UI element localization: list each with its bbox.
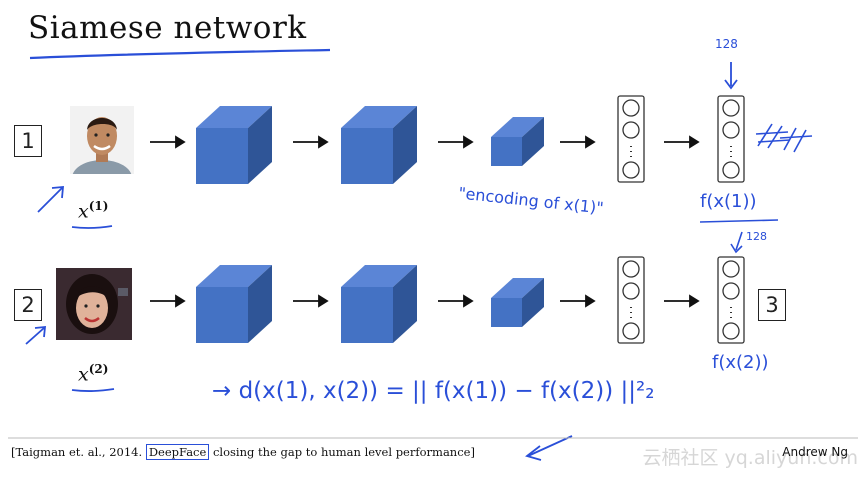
row1-input-pointer — [38, 188, 62, 212]
row2-output-column — [718, 257, 744, 343]
size-arrow-top — [725, 62, 737, 88]
face-photo-2 — [56, 268, 132, 340]
citation: [Taigman et. al., 2014. DeepFace closing… — [11, 445, 475, 459]
size-arrow-bottom — [731, 232, 742, 252]
row2-cube-3 — [491, 278, 544, 327]
citation-highlight: DeepFace — [146, 444, 210, 460]
row1-cube-3 — [491, 117, 544, 166]
input-index-2: 2 — [14, 289, 42, 321]
hash-scribble — [756, 124, 812, 152]
size-128-bottom: 128 — [746, 230, 767, 243]
title-underline — [30, 50, 330, 58]
citation-pointer — [528, 436, 572, 456]
author: Andrew Ng — [782, 445, 848, 459]
f-x1-label: f(x(1)) — [700, 191, 757, 212]
x2-underline — [72, 389, 114, 391]
x1-underline — [72, 226, 112, 228]
row2-input-pointer — [26, 328, 44, 344]
fx1-underline — [700, 220, 778, 222]
face-photo-1 — [70, 106, 134, 174]
row1-cube-1 — [196, 106, 272, 184]
input-index-1: 1 — [14, 125, 42, 157]
row1-cube-2 — [341, 106, 417, 184]
row1-output-column — [718, 96, 744, 182]
x1-label: x(1) — [78, 199, 108, 222]
distance-equation: → d(x(1), x(2)) = || f(x(1)) − f(x(2)) |… — [212, 378, 654, 404]
row1-encoding-column — [618, 96, 644, 182]
row2-encoding-column — [618, 257, 644, 343]
size-128-top: 128 — [715, 37, 738, 51]
x2-label: x(2) — [78, 362, 108, 385]
row2-cube-2 — [341, 265, 417, 343]
row2-cube-1 — [196, 265, 272, 343]
f-x2-label: f(x(2)) — [712, 352, 769, 373]
output-box-3: 3 — [758, 289, 786, 321]
